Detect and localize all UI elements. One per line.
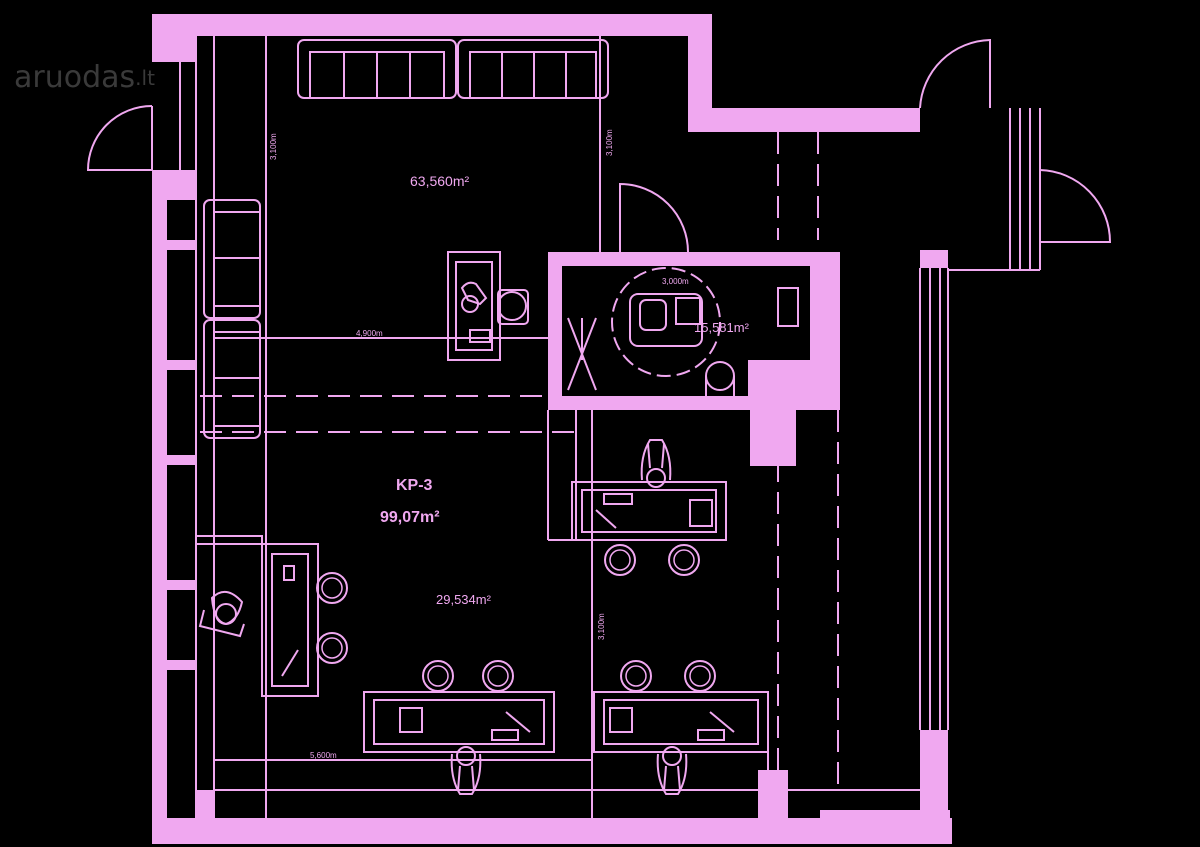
watermark: aruodas.lt bbox=[14, 60, 155, 95]
labels: 63,560m² 15,581m² KP-3 99,07m² 29,534m² … bbox=[269, 129, 750, 760]
room-area-lower: 29,534m² bbox=[436, 592, 492, 607]
dim-wc-width: 3,000m bbox=[662, 277, 689, 286]
walls bbox=[152, 14, 952, 844]
room-area-wc: 15,581m² bbox=[694, 320, 750, 335]
unit-name: KP-3 bbox=[396, 477, 433, 494]
dim-top-left-height: 3,100m bbox=[269, 133, 278, 160]
dim-top-right-height: 3,100m bbox=[605, 129, 614, 156]
watermark-tld: lt bbox=[141, 66, 155, 90]
watermark-brand: aruodas bbox=[14, 60, 136, 95]
room-area-top: 63,560m² bbox=[410, 173, 469, 189]
thin-lines bbox=[86, 36, 1112, 840]
dim-bottom-width: 5,600m bbox=[310, 751, 337, 760]
dim-top-width: 4,900m bbox=[356, 329, 383, 338]
dim-lower-mid-height: 3,100m bbox=[597, 613, 606, 640]
unit-area: 99,07m² bbox=[380, 509, 440, 526]
